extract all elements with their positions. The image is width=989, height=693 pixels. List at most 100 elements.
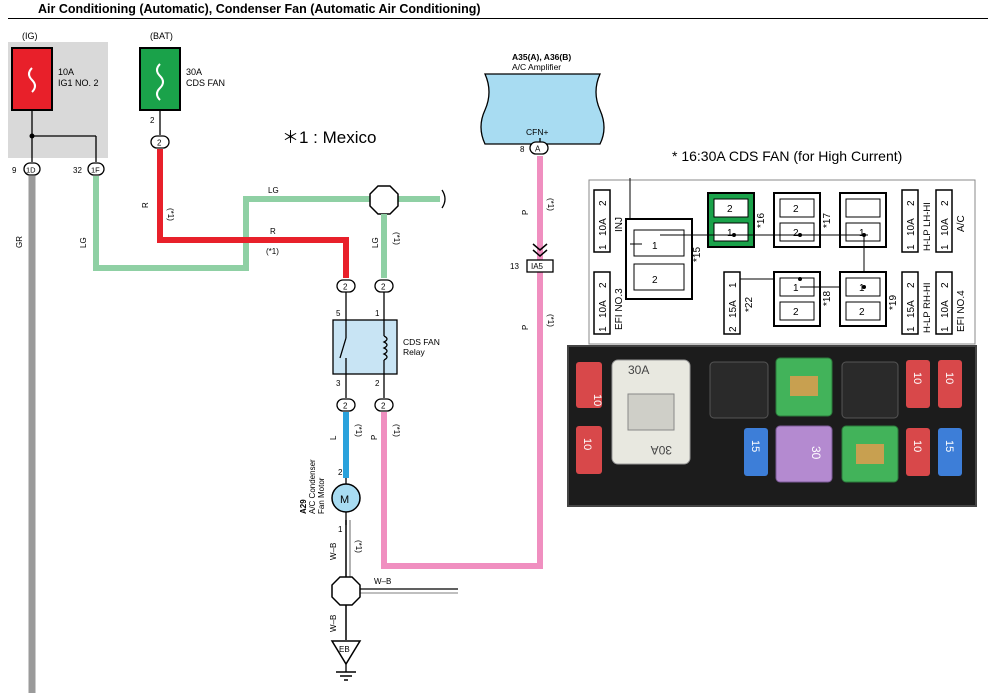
svg-text:EFI NO.4: EFI NO.4 (956, 290, 967, 332)
svg-text:10: 10 (581, 438, 593, 450)
svg-text:W–B: W–B (329, 615, 338, 632)
svg-text:1: 1 (906, 244, 917, 250)
photo-fuse-10-a (576, 362, 602, 408)
svg-text:30A: 30A (628, 363, 649, 377)
svg-text:9: 9 (12, 166, 17, 175)
svg-text:Fan Motor: Fan Motor (317, 477, 326, 514)
svg-text:2: 2 (940, 282, 951, 288)
svg-text:1: 1 (793, 283, 799, 294)
svg-text:*18: *18 (822, 291, 833, 306)
svg-text:(*1): (*1) (392, 424, 401, 437)
fuse-22: 2 15A 1 *22 (723, 271, 755, 335)
svg-text:2: 2 (793, 204, 799, 215)
svg-text:EB: EB (339, 645, 350, 654)
svg-text:1D: 1D (26, 166, 36, 175)
svg-text:Relay: Relay (403, 347, 425, 357)
ground-eb (330, 640, 362, 666)
fusebox-header: * 16:30A CDS FAN (for High Current) (672, 148, 902, 164)
svg-text:1: 1 (859, 283, 865, 294)
fuse-efi4: 1 10A 2 EFI NO.4 (935, 271, 967, 335)
svg-text:2: 2 (728, 326, 739, 332)
wire-lg-main (93, 176, 440, 271)
svg-text:2: 2 (652, 275, 658, 286)
svg-text:A/C Amplifier: A/C Amplifier (512, 62, 561, 72)
svg-text:10: 10 (911, 440, 923, 452)
note-mexico: ＊1 : Mexico (282, 128, 376, 147)
svg-text:10A: 10A (598, 218, 609, 236)
svg-text:2: 2 (343, 402, 348, 411)
svg-text:W–B: W–B (329, 543, 338, 560)
svg-text:2: 2 (338, 468, 343, 477)
ac-amplifier (480, 73, 605, 145)
svg-text:(*1): (*1) (266, 247, 279, 256)
svg-text:15A: 15A (906, 300, 917, 318)
title-rule (8, 18, 988, 19)
connector-ia5 (526, 259, 554, 273)
junction-arrow (532, 243, 548, 257)
svg-text:P: P (521, 210, 530, 215)
photo-fuse-15-b (938, 428, 962, 476)
cds-fan-relay (332, 319, 398, 375)
svg-text:W–B: W–B (374, 577, 391, 586)
svg-text:INJ: INJ (614, 217, 625, 232)
svg-text:1: 1 (906, 326, 917, 332)
fuse-inj: 1 10A 2 INJ (593, 189, 625, 253)
svg-text:10A: 10A (906, 218, 917, 236)
svg-text:1: 1 (598, 326, 609, 332)
svg-text:2: 2 (906, 200, 917, 206)
svg-text:(*1): (*1) (546, 198, 555, 211)
svg-text:LG: LG (79, 237, 88, 248)
diagram-title: Air Conditioning (Automatic), Condenser … (38, 2, 481, 16)
svg-text:8: 8 (520, 145, 525, 154)
svg-text:*19: *19 (888, 295, 899, 310)
junction-splice-bottom (331, 576, 361, 606)
svg-text:30A: 30A (651, 443, 672, 457)
bat-fuse-symbol (156, 63, 164, 101)
svg-text:1: 1 (940, 244, 951, 250)
svg-text:A/C Condenser: A/C Condenser (308, 459, 317, 514)
svg-text:A/C: A/C (956, 215, 967, 232)
connector-1d (23, 162, 41, 176)
svg-text:2: 2 (381, 402, 386, 411)
svg-text:2: 2 (793, 307, 799, 318)
svg-text:1: 1 (375, 309, 380, 318)
wire-p (381, 156, 543, 569)
svg-text:10: 10 (911, 372, 923, 384)
svg-text:10A: 10A (598, 300, 609, 318)
junction-splice-top (369, 185, 399, 215)
svg-text:1: 1 (940, 326, 951, 332)
photo-fuse-30 (775, 425, 833, 483)
svg-text:2: 2 (793, 228, 799, 239)
svg-text:(*1): (*1) (354, 540, 363, 553)
photo-fuse-10-d (576, 426, 602, 474)
svg-text:2: 2 (598, 282, 609, 288)
svg-text:1: 1 (727, 228, 733, 239)
svg-text:A: A (535, 145, 541, 154)
svg-text:1F: 1F (91, 166, 100, 175)
svg-text:CFN+: CFN+ (526, 127, 548, 137)
svg-text:1: 1 (728, 282, 739, 288)
svg-text:10: 10 (591, 394, 603, 406)
amp-connector-a (529, 141, 549, 155)
svg-text:3: 3 (336, 379, 341, 388)
svg-text:H-LP LH-HI: H-LP LH-HI (922, 202, 933, 251)
relay-switch (339, 337, 347, 359)
svg-text:(*1): (*1) (354, 424, 363, 437)
connector-1f (87, 162, 105, 176)
svg-text:L: L (329, 435, 338, 440)
svg-text:2: 2 (375, 379, 380, 388)
svg-text:2: 2 (906, 282, 917, 288)
svg-text:A29: A29 (299, 499, 308, 514)
svg-text:*16: *16 (756, 213, 767, 228)
svg-text:13: 13 (510, 262, 519, 271)
svg-text:*17: *17 (822, 213, 833, 228)
svg-text:CDS FAN: CDS FAN (403, 337, 440, 347)
svg-text:1: 1 (338, 525, 343, 534)
fuse-efi3: 1 10A 2 EFI NO.3 (593, 271, 625, 335)
svg-text:2: 2 (343, 283, 348, 292)
svg-text:2: 2 (598, 200, 609, 206)
svg-text:LG: LG (371, 237, 380, 248)
svg-text:*22: *22 (744, 297, 755, 312)
svg-text:LG: LG (268, 186, 279, 195)
